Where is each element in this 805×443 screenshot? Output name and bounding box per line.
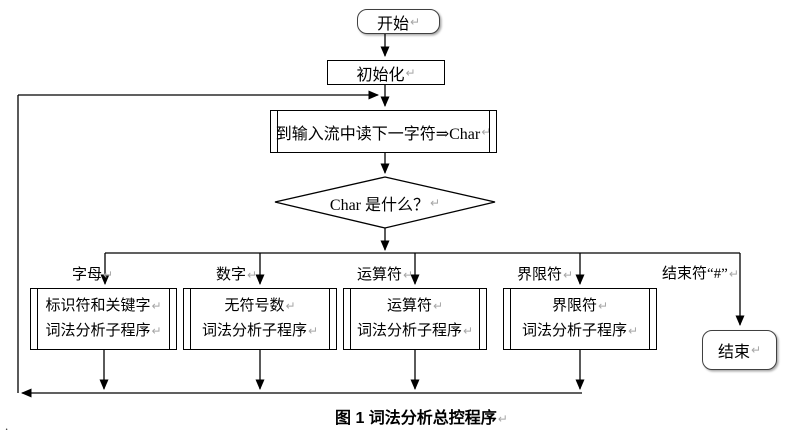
end-node[interactable]: 结束↵ <box>702 330 777 370</box>
branch-label-terminator[interactable]: 结束符“#”↵ <box>662 266 739 282</box>
return-mark-icon: ↵ <box>597 299 609 313</box>
return-mark-icon: ↵ <box>409 14 421 29</box>
branch-label-delimiter[interactable]: 界限符↵ <box>517 267 574 283</box>
return-mark-icon: ↵ <box>247 268 258 282</box>
read-char-node[interactable]: 到输入流中读下一字符⇒Char↵ <box>270 110 497 153</box>
subroutine-identifier-line1: 标识符和关键字↵ <box>45 298 162 314</box>
end-label: 结束 <box>717 344 750 361</box>
double-bar-right <box>169 289 170 349</box>
subroutine-number-line2: 词法分析子程序↵ <box>201 323 319 339</box>
subroutine-delimiter-line2: 词法分析子程序↵ <box>521 323 639 339</box>
branch-label-letter[interactable]: 字母↵ <box>72 267 114 283</box>
return-mark-icon: ↵ <box>497 412 508 426</box>
return-mark-icon: ↵ <box>750 343 762 357</box>
double-bar-right <box>489 111 490 152</box>
subroutine-delimiter-line1: 界限符↵ <box>551 298 609 314</box>
subroutine-number-line1: 无符号数↵ <box>224 298 296 314</box>
start-node[interactable]: 开始↵ <box>357 9 440 34</box>
double-bar-right <box>329 289 330 349</box>
stray-period: . <box>5 418 9 433</box>
return-mark-icon: ↵ <box>307 324 319 338</box>
read-char-label: 到输入流中读下一字符⇒Char <box>275 125 481 143</box>
return-mark-icon: ↵ <box>151 324 162 338</box>
subroutine-delimiter-node[interactable]: 界限符↵ 词法分析子程序↵ <box>503 288 657 350</box>
init-node[interactable]: 初始化↵ <box>327 60 445 85</box>
return-mark-icon: ↵ <box>728 267 739 281</box>
start-label: 开始 <box>376 15 409 33</box>
return-mark-icon: ↵ <box>627 324 639 338</box>
double-bar-left <box>350 289 351 349</box>
subroutine-identifier-line2: 词法分析子程序↵ <box>45 323 162 339</box>
double-bar-left <box>37 289 38 349</box>
subroutine-operator-node[interactable]: 运算符↵ 词法分析子程序↵ <box>343 288 487 350</box>
subroutine-operator-line1: 运算符↵ <box>386 298 444 314</box>
return-mark-icon: ↵ <box>430 195 441 210</box>
subroutine-identifier-node[interactable]: 标识符和关键字↵ 词法分析子程序↵ <box>30 288 177 350</box>
return-mark-icon: ↵ <box>481 124 492 139</box>
subroutine-number-node[interactable]: 无符号数↵ 词法分析子程序↵ <box>183 288 337 350</box>
figure-caption: 图 1 词法分析总控程序↵ <box>335 410 508 427</box>
return-mark-icon: ↵ <box>462 324 474 338</box>
return-mark-icon: ↵ <box>151 299 162 313</box>
decision-diamond-shape[interactable] <box>274 176 496 229</box>
double-bar-left <box>510 289 511 349</box>
branch-label-operator[interactable]: 运算符↵ <box>357 267 414 283</box>
subroutine-operator-line2: 词法分析子程序↵ <box>356 323 474 339</box>
return-mark-icon: ↵ <box>432 299 444 313</box>
return-mark-icon: ↵ <box>403 268 414 282</box>
branch-label-digit[interactable]: 数字↵ <box>216 267 258 283</box>
double-bar-left <box>190 289 191 349</box>
decision-node-label: Char 是什么？↵ <box>329 195 441 214</box>
return-mark-icon: ↵ <box>103 268 114 282</box>
double-bar-left <box>277 111 278 152</box>
return-mark-icon: ↵ <box>563 268 574 282</box>
return-mark-icon: ↵ <box>405 65 416 80</box>
return-mark-icon: ↵ <box>285 299 296 313</box>
double-bar-right <box>649 289 650 349</box>
double-bar-right <box>479 289 480 349</box>
init-label: 初始化 <box>356 66 405 84</box>
